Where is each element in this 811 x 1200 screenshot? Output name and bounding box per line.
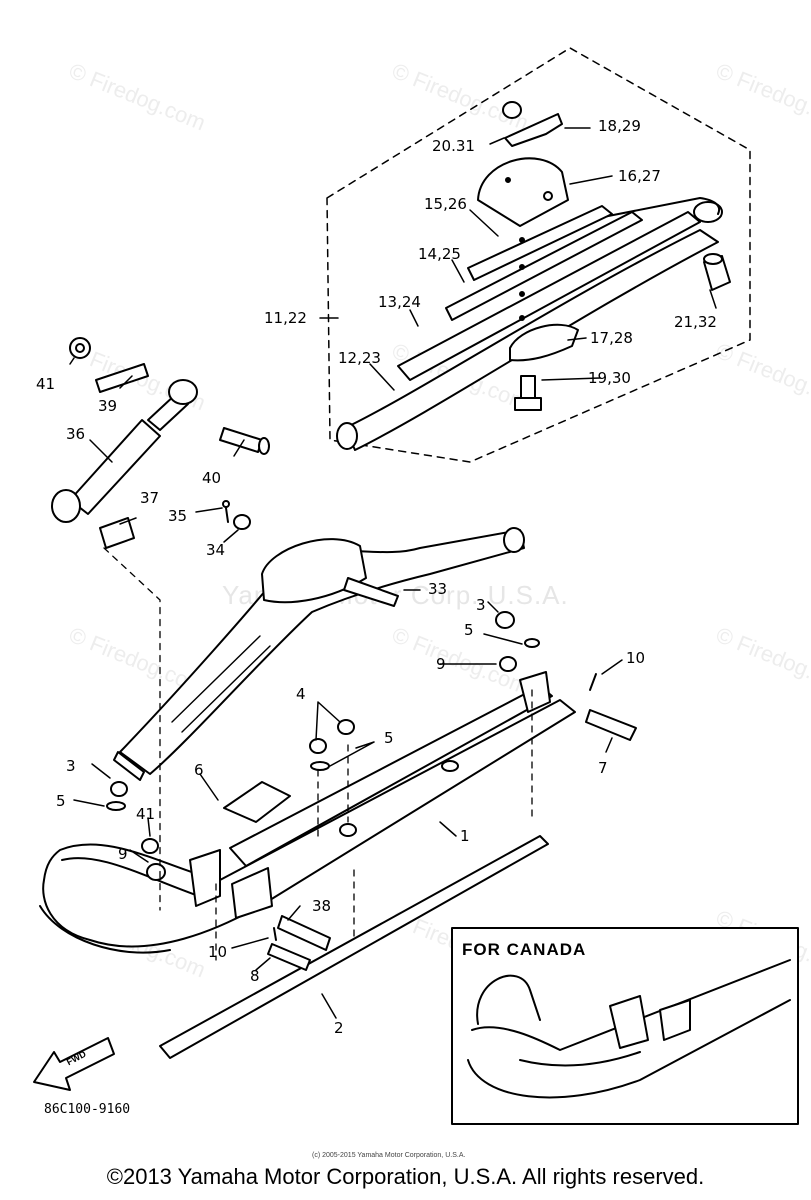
callout-3-left: 3 [66,757,76,775]
alignment-lines [103,547,533,961]
callout-5-middle: 5 [384,729,394,747]
callout-34: 34 [206,541,226,559]
leader-lines [69,127,717,1019]
callout-12-23: 12,23 [338,349,381,367]
callout-10-left: 10 [208,943,228,961]
callout-13-24: 13,24 [378,293,421,311]
callout-38: 38 [312,897,332,915]
callout-10-right: 10 [626,649,646,667]
callout-36: 36 [66,425,86,443]
fwd-arrow [33,1037,115,1091]
callout-5-right: 5 [464,621,474,639]
callout-15-26: 15,26 [424,195,467,213]
callout-8: 8 [250,967,260,985]
callout-20-31: 20.31 [432,137,475,155]
callout-16-27: 16,27 [618,167,661,185]
ski-stay [113,527,525,781]
callout-35: 35 [168,507,188,525]
callout-41-top: 41 [36,375,56,393]
callout-40: 40 [202,469,222,487]
part-code: 86C100-9160 [44,1102,131,1117]
callout-6: 6 [194,761,204,779]
callout-1: 1 [460,827,470,845]
callout-39: 39 [98,397,118,415]
callout-3-right: 3 [476,596,486,614]
callout-37: 37 [140,489,160,507]
ski-body [39,611,637,1059]
callout-4: 4 [296,685,306,703]
callout-14-25: 14,25 [418,245,461,263]
callout-5-left: 5 [56,792,66,810]
inset-title: FOR CANADA [462,940,587,959]
canada-inset [451,927,799,1125]
callout-17-28: 17,28 [590,329,633,347]
callout-19-30: 19,30 [588,369,631,387]
small-copyright: (c) 2005-2015 Yamaha Motor Corporation, … [312,1152,466,1159]
shock-absorber-group [51,337,270,549]
callout-9-left: 9 [118,845,128,863]
callout-9-right: 9 [436,655,446,673]
callout-18-29: 18,29 [598,117,641,135]
callout-21-32: 21,32 [674,313,717,331]
callout-33: 33 [428,580,448,598]
leaf-spring-assembly [326,47,751,463]
callout-2: 2 [334,1019,344,1037]
callout-41-bottom: 41 [136,805,156,823]
callout-7: 7 [598,759,608,777]
callout-11-22: 11,22 [264,309,307,327]
copyright-footer: ©2013 Yamaha Motor Corporation, U.S.A. A… [106,1164,705,1189]
